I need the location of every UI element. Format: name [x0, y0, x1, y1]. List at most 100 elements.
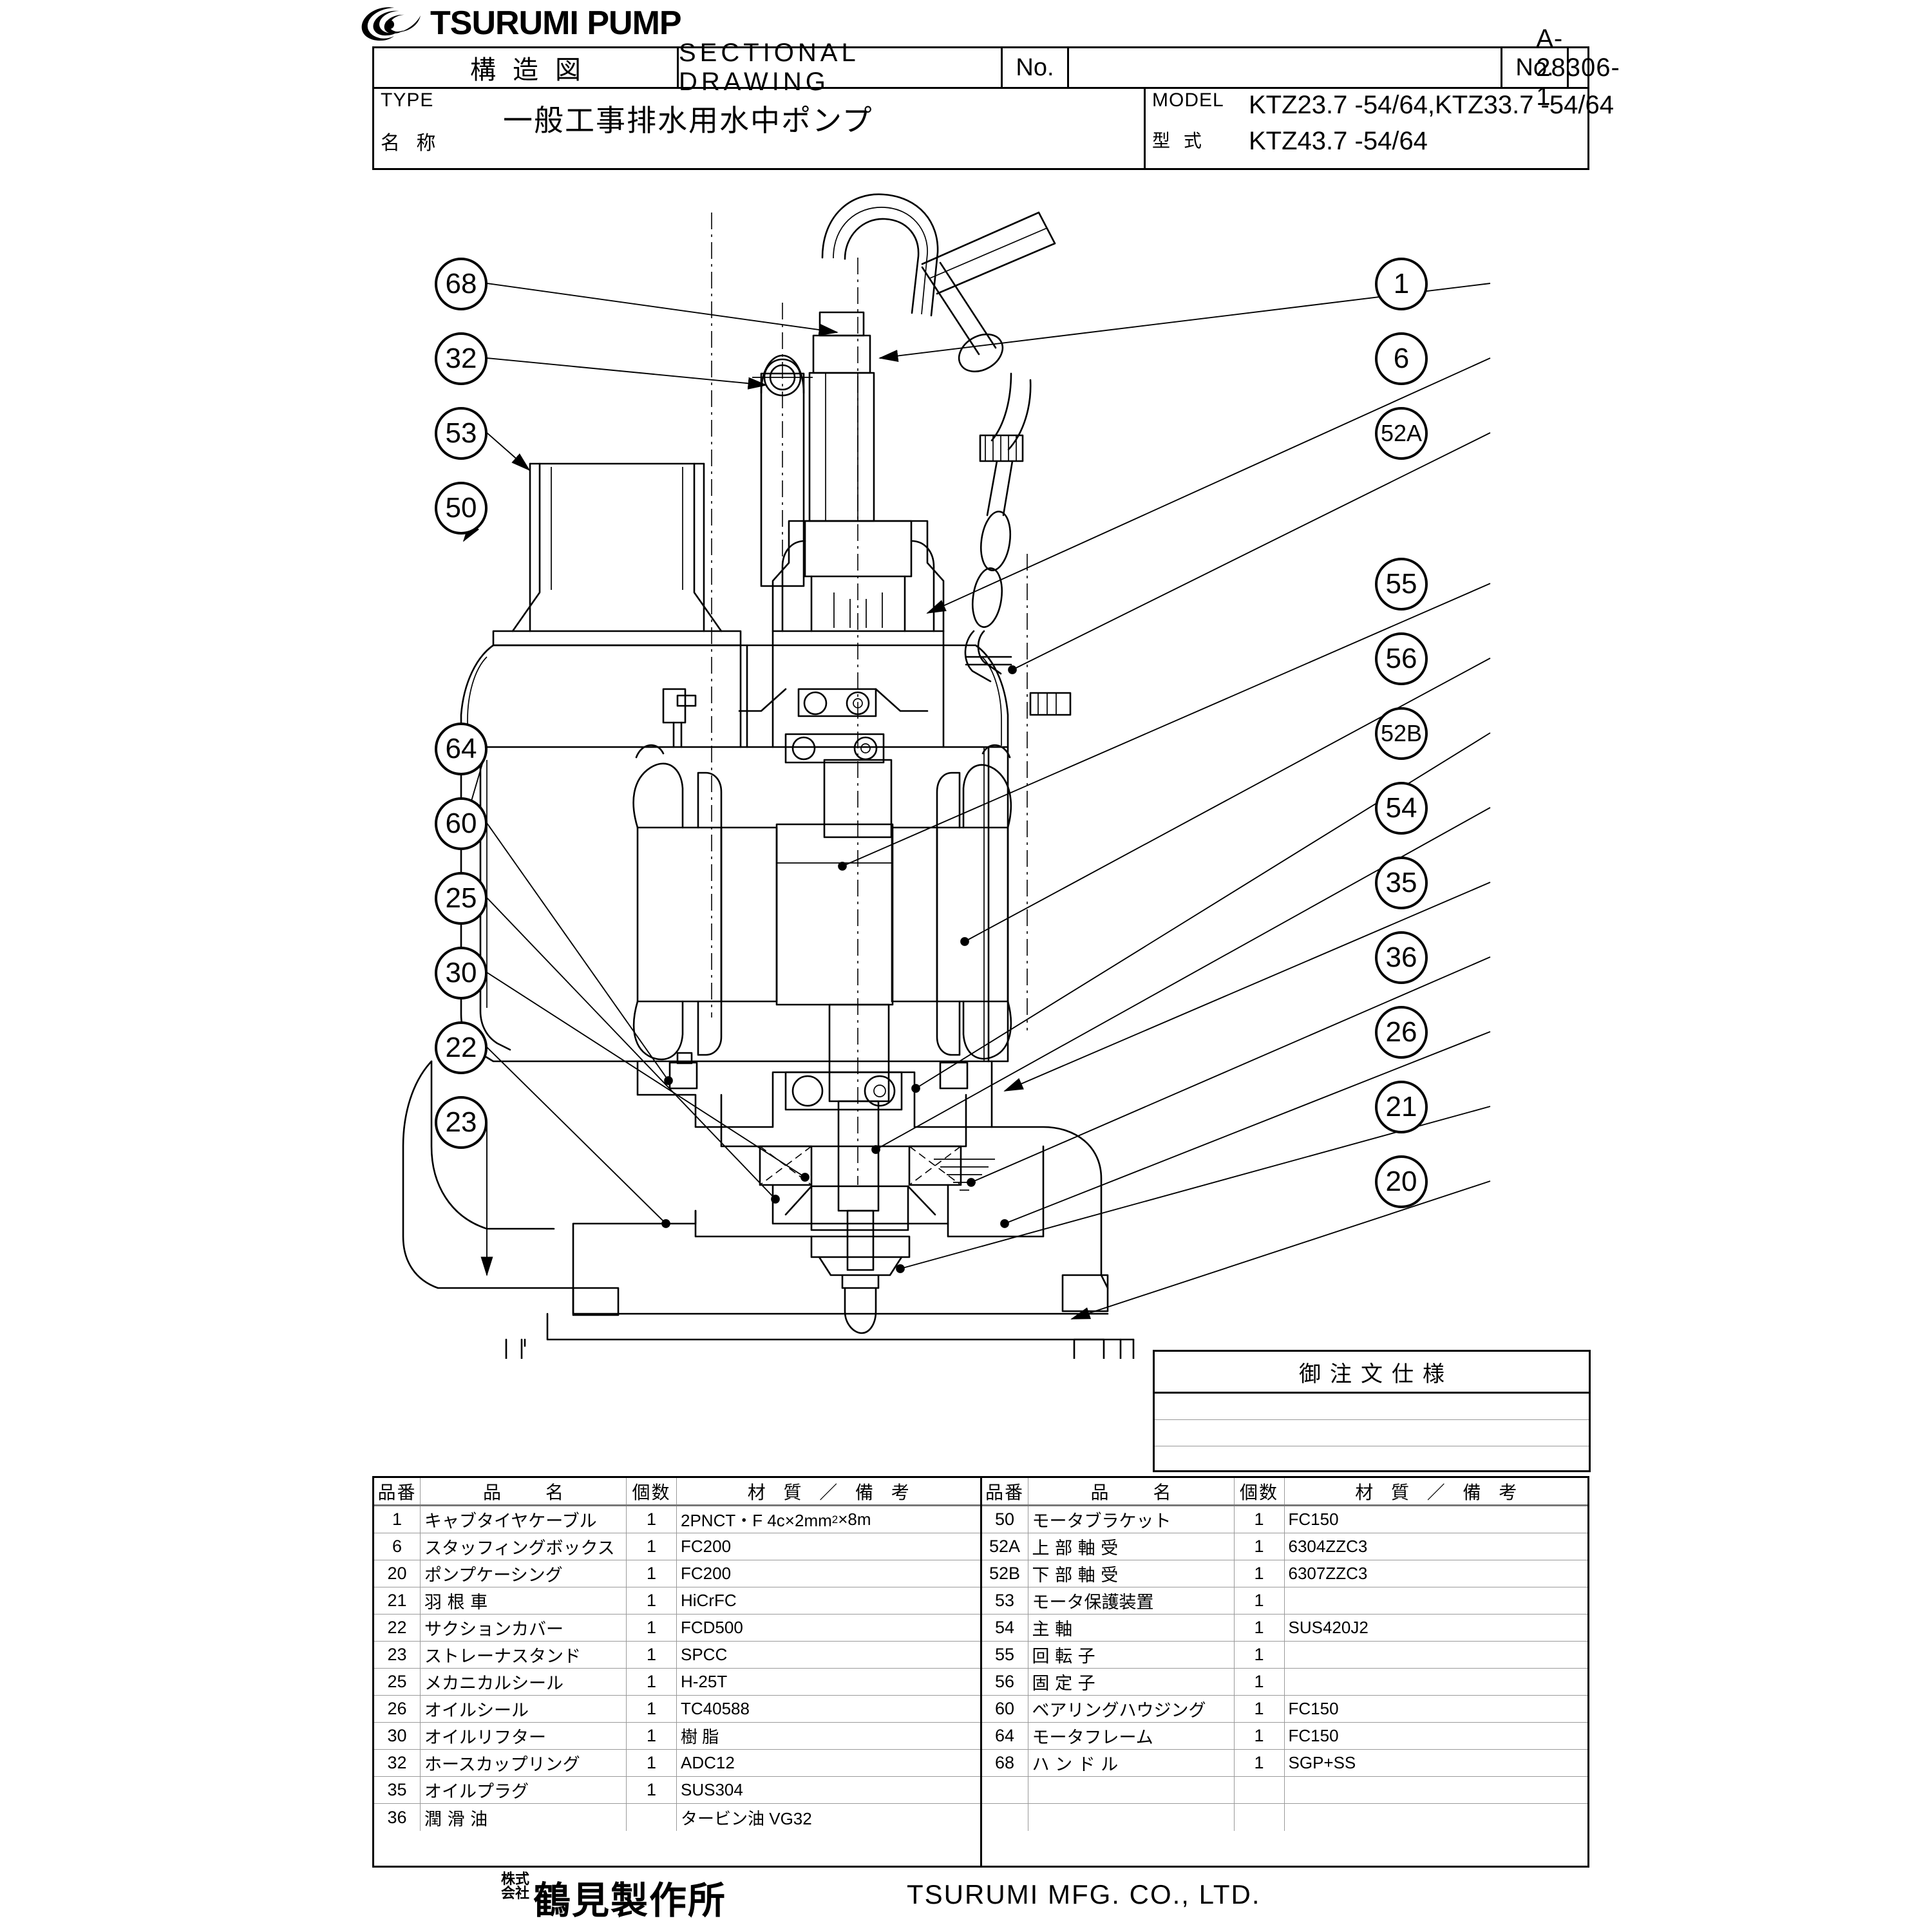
callout-balloon-64[interactable]: 64 [435, 723, 488, 775]
cell-material [1285, 1669, 1588, 1695]
handle-arm-center [929, 227, 1048, 279]
cell-quantity: 1 [627, 1642, 677, 1668]
strainer-stand-outline [505, 1338, 1135, 1359]
cell-part-number: 23 [374, 1642, 421, 1668]
cell-material: FC150 [1288, 1699, 1339, 1718]
cell-part-number: 21 [374, 1587, 421, 1614]
callout-balloon-35[interactable]: 35 [1375, 857, 1428, 909]
callout-balloon-25[interactable]: 25 [435, 872, 488, 925]
leader-35 [1003, 882, 1491, 1092]
callout-balloon-6[interactable]: 6 [1375, 332, 1428, 385]
oil-lifter-assembly [759, 1145, 962, 1186]
cell-part-number: 54 [982, 1615, 1028, 1641]
order-spec-row[interactable] [1155, 1420, 1589, 1446]
impeller-bore [846, 1209, 875, 1271]
divider [1144, 87, 1146, 168]
callout-balloon-36[interactable]: 36 [1375, 931, 1428, 984]
callout-balloon-23[interactable]: 23 [435, 1096, 488, 1149]
callout-balloon-50[interactable]: 50 [435, 482, 488, 535]
cell-material: FC200 [681, 1537, 732, 1556]
handle-mid-curve [833, 207, 928, 315]
callout-balloon-68[interactable]: 68 [435, 258, 488, 310]
cell-part-name: ポンプケーシング [421, 1560, 627, 1587]
callout-balloon-55[interactable]: 55 [1375, 558, 1428, 611]
strainer-stand-inner [520, 1338, 1122, 1359]
cell-part-number: 60 [982, 1696, 1028, 1722]
callout-balloon-53[interactable]: 53 [435, 407, 488, 460]
impeller-hub [810, 1235, 911, 1258]
cell-material: FC150 [1288, 1510, 1339, 1529]
callout-balloon-21[interactable]: 21 [1375, 1081, 1428, 1133]
stuffing-box-ribs [781, 540, 935, 632]
callout-balloon-20[interactable]: 20 [1375, 1155, 1428, 1208]
callout-balloon-22[interactable]: 22 [435, 1021, 488, 1074]
order-spec-row[interactable] [1155, 1394, 1589, 1420]
cell-material [1285, 1804, 1588, 1831]
shackle-pin [965, 656, 1012, 666]
callout-balloon-60[interactable]: 60 [435, 797, 488, 850]
tsurumi-logo: TSURUMI PUMP [361, 5, 747, 44]
cell-part-number: 1 [374, 1506, 421, 1533]
casing-bolt-right [1061, 1274, 1109, 1312]
no-value-1 [1069, 48, 1501, 87]
header-cell-number: 品番 [982, 1478, 1028, 1504]
bh-bolt-head-left [676, 1052, 693, 1065]
callout-balloon-32[interactable]: 32 [435, 332, 488, 385]
bracket-bolts [662, 688, 929, 748]
cell-part-number: 20 [374, 1560, 421, 1587]
cell-part-name: モータフレーム [1028, 1723, 1235, 1749]
leader-20 [1070, 1180, 1491, 1320]
cell-part-number: 56 [982, 1669, 1028, 1695]
leader-55 [838, 583, 1491, 871]
cell-quantity: 1 [1235, 1615, 1285, 1641]
cell-material: SUS304 [681, 1780, 743, 1799]
cell-part-name: メカニカルシール [421, 1669, 627, 1695]
order-specification-box: 御注文仕様 [1153, 1350, 1591, 1472]
cell-part-number: 6 [374, 1533, 421, 1560]
lower-bearing [784, 1071, 903, 1111]
title-block-row-bottom: TYPE 名 称 一般工事排水用水中ポンプ MODEL 型 式 KTZ23.7 … [374, 87, 1614, 168]
stator-windings [632, 762, 1012, 1061]
chain-link-1 [980, 511, 1012, 571]
stuffing-box-walls [810, 575, 906, 632]
cell-material: FCD500 [681, 1618, 743, 1637]
cell-part-name: 回 転 子 [1028, 1642, 1235, 1668]
pump-section-svg: .ln{fill:none;stroke:#000;stroke-width:2… [402, 193, 1491, 1359]
cable-lug [1029, 692, 1072, 716]
callout-balloon-26[interactable]: 26 [1375, 1006, 1428, 1059]
cell-part-number: 55 [982, 1642, 1028, 1668]
callout-balloon-30[interactable]: 30 [435, 947, 488, 999]
cell-material: TC40588 [681, 1699, 750, 1718]
leader-68 [486, 283, 838, 336]
leader-21 [896, 1106, 1491, 1273]
oil-plug-head [760, 354, 805, 394]
model-label-jp: 型 式 [1152, 130, 1206, 151]
callout-balloon-56[interactable]: 56 [1375, 632, 1428, 685]
motor-bracket-inner [467, 656, 1002, 746]
leader-56 [960, 658, 1491, 946]
title-block: 構造図 SECTIONAL DRAWING No. No. A-28306-1 … [372, 24, 1620, 170]
cell-part-name: オイルリフター [421, 1723, 627, 1749]
type-value: 一般工事排水用水中ポンプ [503, 103, 873, 138]
cell-part-number: 22 [374, 1615, 421, 1641]
callout-balloon-52B[interactable]: 52B [1375, 707, 1428, 760]
order-spec-row[interactable] [1155, 1446, 1589, 1473]
bearing-housing-lower [720, 1094, 967, 1148]
cell-material: HiCrFC [681, 1591, 737, 1610]
cell-material: SGP+SS [1288, 1753, 1356, 1772]
callout-balloon-1[interactable]: 1 [1375, 258, 1428, 310]
callout-balloon-54[interactable]: 54 [1375, 782, 1428, 835]
hose-coupling-flare [511, 462, 723, 632]
parts-table-header-row: 品番品 名個数材 質 ／ 備 考 [374, 1478, 980, 1506]
no-label-2: No. [1515, 53, 1554, 81]
cell-part-number: 26 [374, 1696, 421, 1722]
callout-balloon-52A[interactable]: 52A [1375, 407, 1428, 460]
